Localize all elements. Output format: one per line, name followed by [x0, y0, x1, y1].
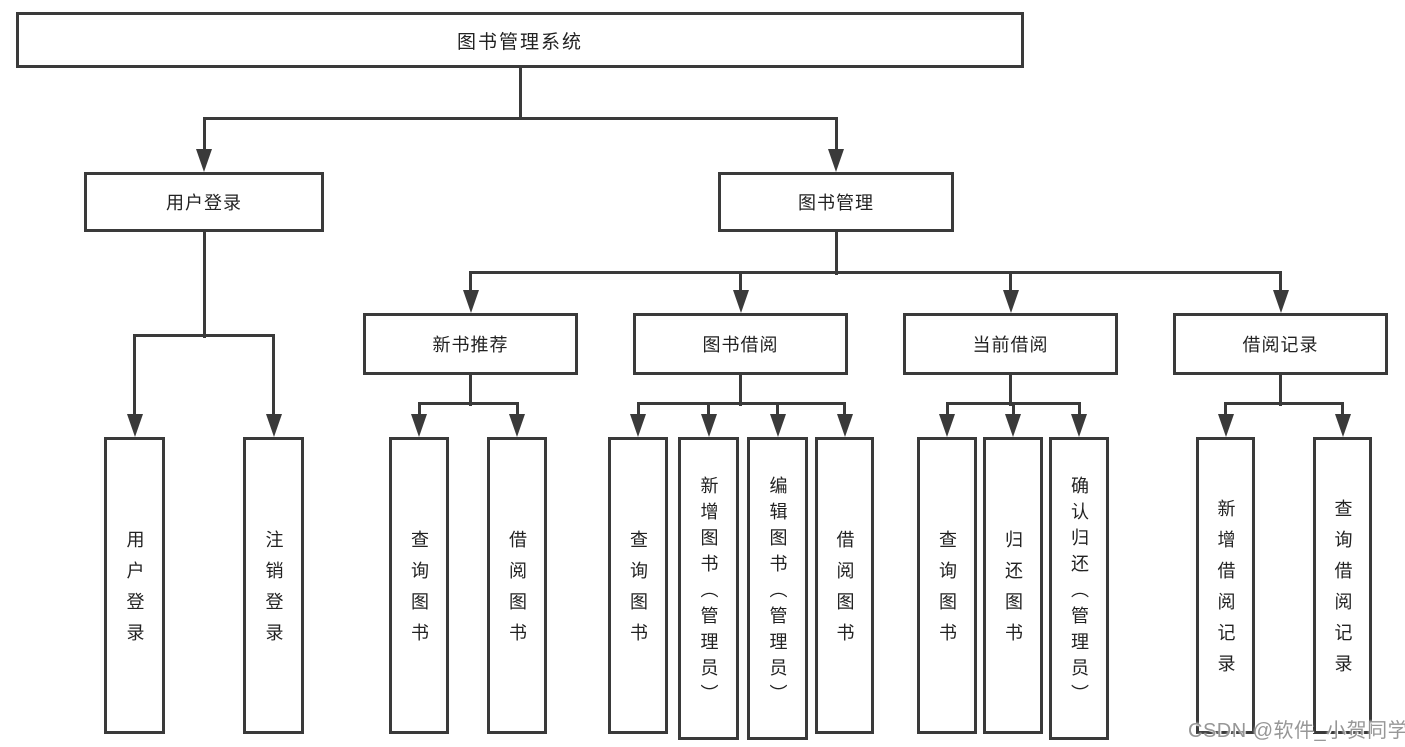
connector-vline — [1077, 403, 1081, 420]
leaf-borrow-add-admin-label: 新增图书（管理员） — [698, 475, 719, 710]
arrowhead-down-icon — [769, 414, 786, 437]
leaf-user-login-label: 用户登录 — [124, 530, 145, 654]
arrowhead-down-icon — [462, 290, 479, 313]
connector-vline — [834, 118, 838, 153]
connector-vline — [1009, 375, 1012, 406]
connector-hline — [469, 270, 1282, 274]
connector-vline — [417, 403, 421, 420]
leaf-records-query-label: 查询借阅记录 — [1332, 499, 1353, 685]
leaf-newbook-borrow: 借阅图书 — [487, 437, 547, 734]
connector-vline — [1279, 272, 1282, 295]
leaf-borrow-edit-admin: 编辑图书（管理员） — [747, 437, 808, 740]
leaf-borrow-borrow-label: 借阅图书 — [834, 530, 855, 654]
arrowhead-down-icon — [1002, 290, 1019, 313]
connector-vline — [202, 118, 206, 153]
arrowhead-down-icon — [732, 290, 749, 313]
leaf-borrow-add-admin: 新增图书（管理员） — [678, 437, 739, 740]
connector-vline — [1279, 375, 1282, 406]
leaf-current-return-label: 归还图书 — [1003, 530, 1023, 654]
connector-vline — [1341, 403, 1344, 420]
node-book-borrow: 图书借阅 — [633, 313, 848, 375]
node-new-book-recommend: 新书推荐 — [363, 313, 578, 375]
arrowhead-down-icon — [509, 414, 525, 437]
connector-hline — [202, 116, 838, 120]
arrowhead-down-icon — [836, 414, 853, 437]
leaf-current-query: 查询图书 — [917, 437, 977, 734]
connector-vline — [707, 403, 710, 420]
connector-hline — [1224, 401, 1344, 405]
connector-vline — [469, 272, 472, 295]
connector-hline — [945, 401, 1081, 405]
leaf-user-login: 用户登录 — [104, 437, 165, 734]
leaf-newbook-borrow-label: 借阅图书 — [507, 530, 527, 654]
connector-vline — [739, 375, 742, 406]
arrowhead-down-icon — [1071, 414, 1087, 437]
arrowhead-down-icon — [411, 414, 427, 437]
arrowhead-down-icon — [1217, 414, 1234, 437]
arrowhead-down-icon — [630, 414, 646, 437]
arrowhead-down-icon — [1272, 290, 1289, 313]
connector-vline — [1011, 403, 1015, 420]
node-root: 图书管理系统 — [16, 12, 1024, 68]
csdn-watermark: CSDN @软件_小贺同学 — [1188, 720, 1405, 742]
connector-hline — [133, 333, 275, 337]
leaf-newbook-query-label: 查询图书 — [409, 530, 429, 654]
leaf-records-add: 新增借阅记录 — [1196, 437, 1255, 734]
arrowhead-down-icon — [1005, 414, 1021, 437]
arrowhead-down-icon — [265, 414, 282, 437]
leaf-current-query-label: 查询图书 — [937, 530, 957, 654]
leaf-records-add-label: 新增借阅记录 — [1215, 499, 1236, 685]
leaf-newbook-query: 查询图书 — [389, 437, 449, 734]
leaf-records-query: 查询借阅记录 — [1313, 437, 1372, 734]
leaf-current-confirm-admin-label: 确认归还（管理员） — [1069, 475, 1089, 710]
connector-vline — [739, 272, 742, 295]
arrowhead-down-icon — [126, 414, 143, 437]
connector-vline — [272, 335, 275, 418]
connector-vline — [834, 232, 838, 275]
connector-vline — [945, 403, 949, 420]
arrowhead-down-icon — [196, 149, 212, 172]
connector-vline — [636, 403, 640, 420]
arrowhead-down-icon — [828, 149, 844, 172]
connector-vline — [202, 232, 206, 338]
connector-vline — [469, 375, 472, 406]
leaf-borrow-edit-admin-label: 编辑图书（管理员） — [767, 475, 788, 710]
arrowhead-down-icon — [939, 414, 955, 437]
arrowhead-down-icon — [1334, 414, 1351, 437]
node-borrow-records: 借阅记录 — [1173, 313, 1388, 375]
leaf-borrow-query: 查询图书 — [608, 437, 668, 734]
leaf-current-return: 归还图书 — [983, 437, 1043, 734]
connector-vline — [518, 68, 522, 120]
leaf-current-confirm-admin: 确认归还（管理员） — [1049, 437, 1109, 740]
connector-hline — [417, 401, 519, 405]
connector-vline — [776, 403, 779, 420]
arrowhead-down-icon — [700, 414, 717, 437]
node-current-borrow: 当前借阅 — [903, 313, 1118, 375]
connector-hline — [636, 401, 846, 405]
connector-vline — [1009, 272, 1012, 295]
leaf-borrow-borrow: 借阅图书 — [815, 437, 874, 734]
leaf-logout-label: 注销登录 — [263, 530, 284, 654]
leaf-borrow-query-label: 查询图书 — [628, 530, 648, 654]
connector-vline — [133, 335, 136, 418]
node-book-management: 图书管理 — [718, 172, 954, 232]
node-user-login-branch: 用户登录 — [84, 172, 324, 232]
connector-vline — [515, 403, 519, 420]
connector-vline — [843, 403, 846, 420]
leaf-logout: 注销登录 — [243, 437, 304, 734]
connector-vline — [1224, 403, 1227, 420]
